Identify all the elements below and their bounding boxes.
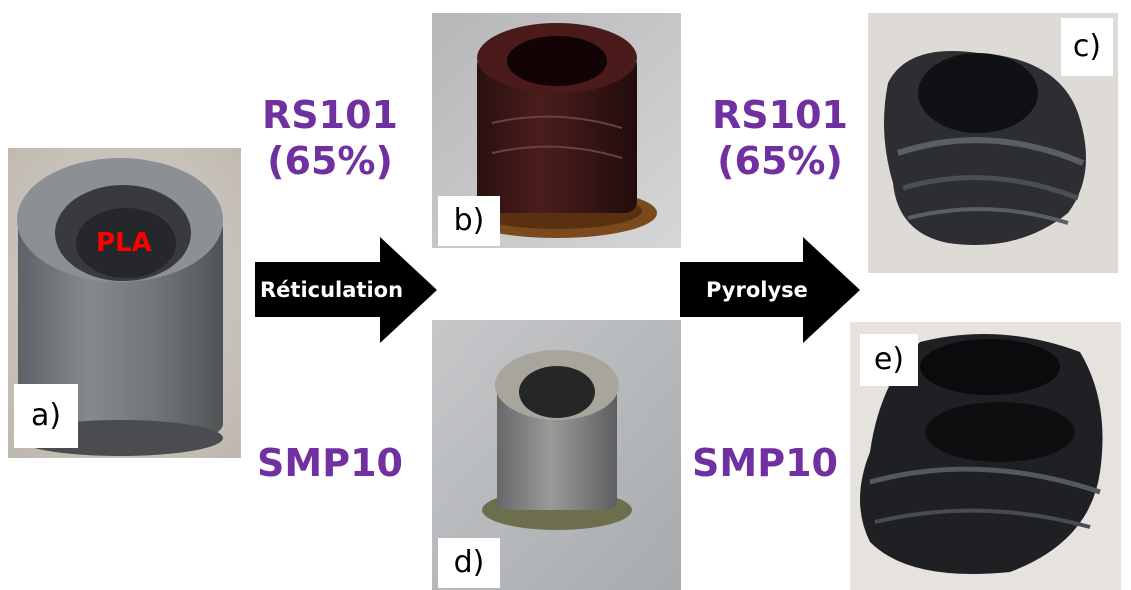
panel-label-c: c) bbox=[1061, 18, 1113, 76]
panel-label-e: e) bbox=[860, 334, 918, 386]
precursor-rs101-right: RS101 (65%) bbox=[705, 92, 855, 184]
photo-a-pla-cylinder: PLA a) bbox=[8, 148, 241, 458]
arrow-right-icon bbox=[680, 237, 860, 343]
photo-c-rs101-pyrolysed: c) bbox=[868, 13, 1118, 273]
precursor-name: SMP10 bbox=[257, 441, 403, 485]
panel-label-b: b) bbox=[438, 196, 500, 246]
photo-b-rs101-crosslinked: b) bbox=[432, 13, 681, 248]
precursor-name: SMP10 bbox=[692, 441, 838, 485]
precursor-percent: (65%) bbox=[267, 139, 393, 183]
panel-label-a: a) bbox=[14, 384, 78, 448]
precursor-name: RS101 bbox=[262, 93, 398, 137]
precursor-smp10-right: SMP10 bbox=[680, 440, 850, 486]
smp10-pyrolysed-image bbox=[850, 322, 1121, 590]
pyrolysis-arrow: Pyrolyse bbox=[680, 237, 860, 343]
panel-label-d: d) bbox=[438, 538, 500, 588]
photo-e-smp10-pyrolysed: e) bbox=[850, 322, 1121, 590]
photo-d-smp10-crosslinked: d) bbox=[432, 320, 681, 590]
rs101-crosslinked-image bbox=[432, 13, 681, 248]
pla-label: PLA bbox=[96, 228, 152, 258]
precursor-percent: (65%) bbox=[717, 139, 843, 183]
precursor-smp10-left: SMP10 bbox=[255, 440, 405, 486]
crosslinking-label: Réticulation bbox=[260, 278, 404, 302]
precursor-rs101-left: RS101 (65%) bbox=[255, 92, 405, 184]
crosslinking-arrow: Réticulation bbox=[255, 237, 437, 343]
precursor-name: RS101 bbox=[712, 93, 848, 137]
pyrolysis-label: Pyrolyse bbox=[706, 278, 808, 302]
arrow-right-icon bbox=[255, 237, 437, 343]
